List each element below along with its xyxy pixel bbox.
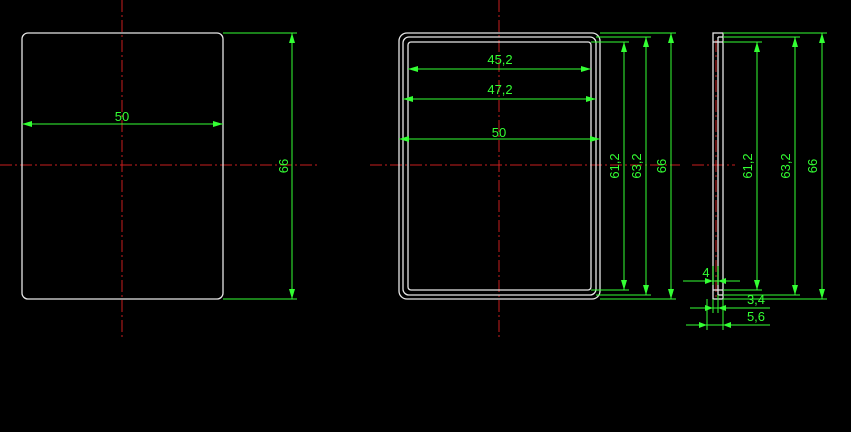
section-inner-outline bbox=[407, 41, 592, 291]
section-width-50-label: 50 bbox=[492, 125, 506, 140]
section-width-45-2-dimension: 45,2 bbox=[408, 52, 591, 72]
front-height-label: 66 bbox=[276, 159, 291, 173]
side-height-61-2-dimension: 61,2 bbox=[740, 42, 760, 290]
front-height-dimension: 66 bbox=[223, 32, 297, 300]
side-height-63-2-dimension: 63,2 bbox=[778, 37, 798, 295]
section-height-61-2-dimension: 61,2 bbox=[607, 42, 627, 290]
side-height-63-2-label: 63,2 bbox=[778, 153, 793, 178]
section-height-63-2-dimension: 63,2 bbox=[629, 37, 649, 295]
side-height-61-2-label: 61,2 bbox=[740, 153, 755, 178]
side-height-66-dimension: 66 bbox=[805, 33, 825, 299]
front-view: 50 66 bbox=[21, 32, 297, 300]
section-width-45-2-label: 45,2 bbox=[487, 52, 512, 67]
section-width-47-2-dimension: 47,2 bbox=[403, 82, 596, 102]
front-width-label: 50 bbox=[115, 109, 129, 124]
section-outer-outline bbox=[398, 32, 601, 300]
section-height-63-2-label: 63,2 bbox=[629, 153, 644, 178]
side-thickness-4-label: 4 bbox=[702, 265, 709, 280]
section-height-66-dimension: 66 bbox=[654, 33, 674, 299]
section-view: 45,2 47,2 50 61,2 bbox=[398, 32, 676, 300]
side-view: 4 3,4 5,6 bbox=[683, 32, 827, 330]
section-width-50-dimension: 50 bbox=[399, 125, 600, 142]
side-thickness-5-6-label: 5,6 bbox=[747, 309, 765, 324]
section-height-61-2-label: 61,2 bbox=[607, 153, 622, 178]
centerlines bbox=[0, 0, 735, 340]
section-mid-outline bbox=[402, 36, 597, 296]
side-thickness-5-6-dimension: 5,6 bbox=[686, 299, 770, 330]
front-width-dimension: 50 bbox=[22, 109, 223, 127]
side-height-66-label: 66 bbox=[805, 159, 820, 173]
section-width-47-2-label: 47,2 bbox=[487, 82, 512, 97]
section-height-66-label: 66 bbox=[654, 159, 669, 173]
front-outline bbox=[21, 32, 224, 300]
side-thickness-4-dimension: 4 bbox=[683, 265, 740, 285]
